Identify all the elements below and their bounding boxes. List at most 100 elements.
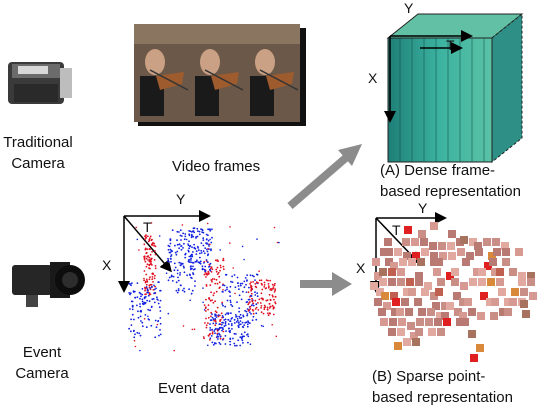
event-point — [150, 262, 152, 264]
event-point — [267, 279, 269, 282]
sparse-axis-y: Y — [418, 200, 428, 216]
event-point — [258, 279, 261, 282]
event-point — [252, 315, 255, 318]
event-point — [193, 227, 196, 230]
event-point — [216, 306, 219, 309]
event-point — [182, 247, 184, 249]
sparse-cell — [469, 278, 477, 286]
event-point — [226, 286, 228, 289]
event-point — [274, 289, 277, 292]
event-point — [206, 250, 209, 253]
event-point — [129, 292, 132, 295]
event-point — [215, 290, 218, 293]
event-point — [184, 252, 187, 255]
event-point — [195, 236, 198, 238]
event-point — [131, 282, 133, 285]
event-point — [263, 284, 266, 286]
event-point — [150, 324, 153, 327]
event-point — [171, 280, 174, 282]
event-point — [218, 341, 221, 344]
sparse-cell — [490, 312, 498, 320]
event-point — [176, 250, 179, 253]
event-point — [260, 324, 263, 327]
event-point — [138, 291, 141, 294]
event-point — [139, 334, 142, 337]
event-point — [272, 307, 275, 310]
event-point — [156, 296, 158, 299]
event-point — [148, 293, 151, 296]
sparse-cell — [456, 318, 464, 326]
event-point — [273, 291, 276, 293]
event-point — [195, 253, 198, 256]
event-point — [191, 267, 193, 270]
event-point — [242, 342, 244, 344]
sparse-cell — [499, 308, 507, 316]
event-point — [153, 244, 155, 247]
event-point — [267, 312, 269, 315]
event-point — [144, 301, 147, 304]
event-point — [154, 285, 157, 288]
event-point — [211, 316, 214, 319]
event-point — [237, 285, 240, 287]
event-point — [239, 320, 242, 322]
event-point — [198, 230, 201, 233]
sparse-cell — [520, 300, 528, 308]
event-point — [207, 316, 210, 319]
event-point — [145, 286, 148, 288]
sparse-cell — [475, 248, 483, 256]
event-point — [256, 292, 259, 294]
event-point — [148, 248, 151, 251]
event-point — [183, 242, 185, 245]
sparse-cell — [470, 354, 478, 362]
event-point — [149, 309, 152, 312]
sparse-cell — [468, 330, 476, 338]
event-point — [274, 282, 276, 285]
event-point — [188, 240, 190, 243]
event-point — [211, 299, 214, 301]
event-point — [170, 254, 173, 256]
sparse-cell — [418, 308, 426, 316]
event-point — [204, 322, 206, 324]
event-point — [128, 292, 131, 294]
event-point — [148, 300, 151, 303]
event-point — [210, 249, 212, 252]
event-point — [154, 253, 157, 256]
event-camera-label: Event Camera — [4, 342, 80, 384]
event-point — [224, 318, 227, 321]
dense-frame-slices — [399, 38, 485, 162]
event-point — [244, 277, 247, 279]
sparse-cell — [430, 222, 438, 230]
event-point — [256, 295, 259, 298]
event-point — [236, 319, 239, 322]
event-point — [249, 274, 252, 277]
event-point — [201, 265, 204, 268]
sparse-cell — [478, 278, 486, 286]
event-point — [263, 281, 266, 284]
event-point — [268, 312, 271, 314]
event-point — [230, 312, 232, 315]
sparse-cell — [372, 258, 380, 266]
event-point — [266, 306, 269, 309]
event-point — [193, 231, 196, 234]
event-point — [154, 319, 157, 322]
event-axis-y: Y — [176, 191, 186, 207]
dense-repr-line1: (A) Dense frame- — [380, 162, 496, 179]
event-point — [250, 292, 253, 295]
event-point — [136, 304, 138, 307]
event-point — [153, 301, 156, 304]
event-point — [241, 245, 244, 248]
event-point — [153, 250, 156, 252]
event-point — [249, 308, 252, 310]
event-point — [211, 328, 214, 331]
event-point — [197, 249, 200, 252]
event-point — [271, 304, 274, 307]
event-point — [237, 339, 240, 342]
event-point — [151, 278, 154, 281]
event-point — [226, 299, 229, 302]
event-point — [246, 314, 249, 317]
dense-repr-caption: (A) Dense frame- based representation — [380, 160, 521, 202]
event-point — [224, 343, 227, 345]
event-point — [191, 234, 193, 237]
event-point — [206, 261, 209, 264]
event-point — [229, 329, 231, 332]
